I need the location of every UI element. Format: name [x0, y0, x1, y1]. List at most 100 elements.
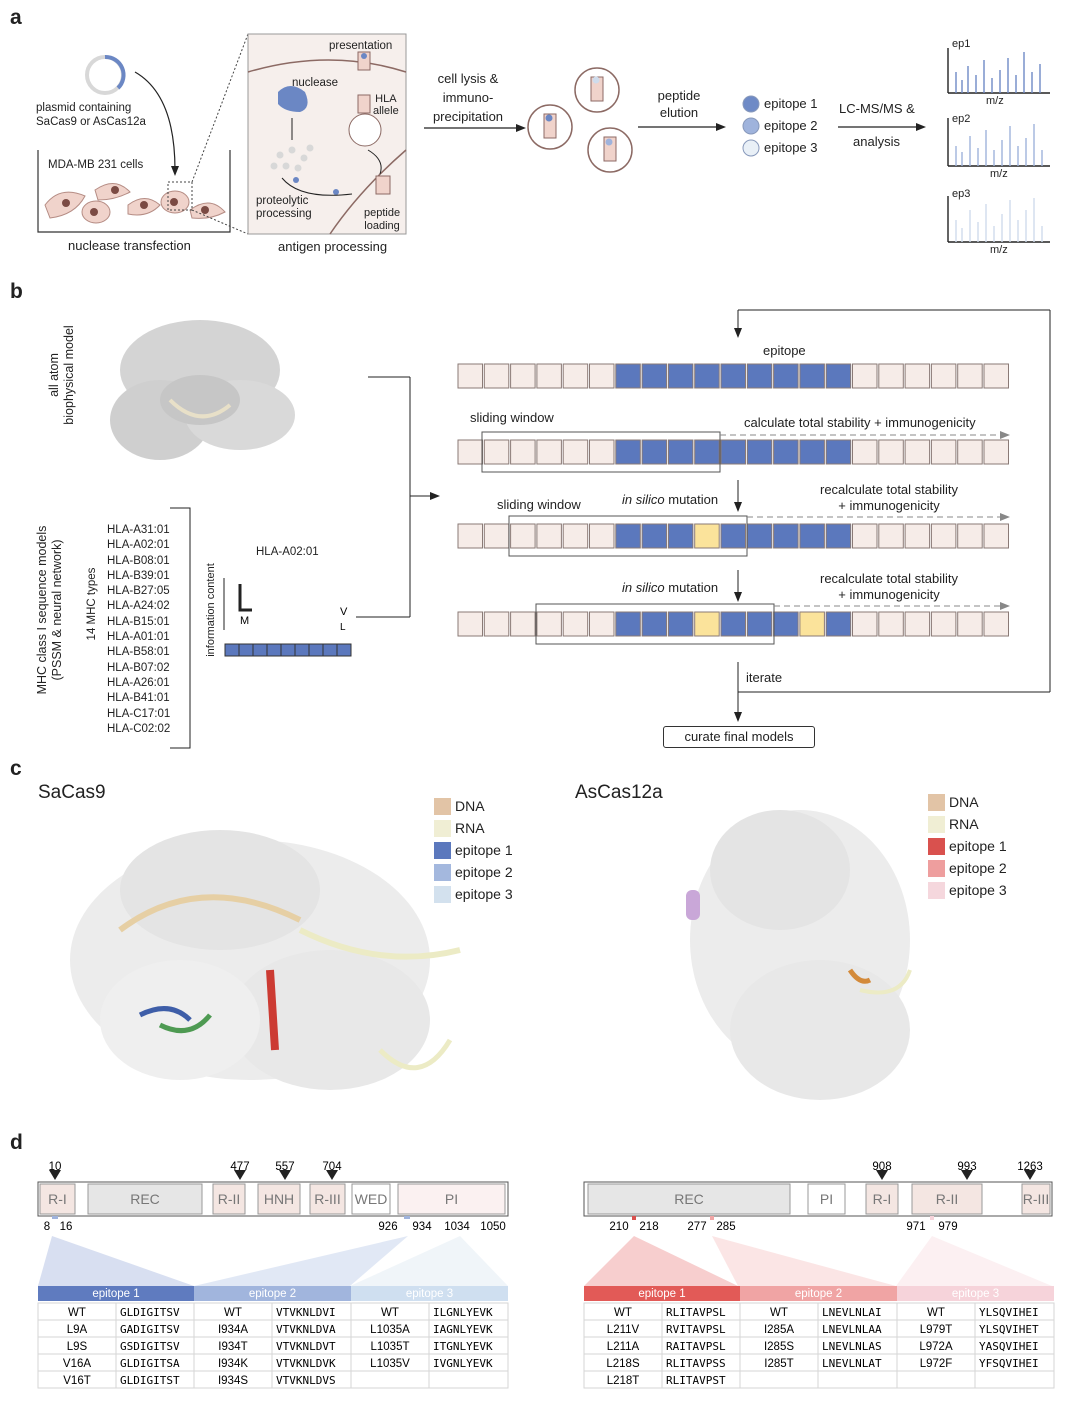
sequence-residue: [930, 523, 957, 549]
sequence-residue: [983, 363, 1009, 389]
tick-marker: [326, 1170, 338, 1180]
epitope-table-header: [38, 1286, 194, 1301]
domain-label: R-I: [48, 1191, 67, 1207]
domain-label: REC: [130, 1191, 160, 1207]
sequence-residue: [536, 611, 562, 637]
antigen-processing-label: antigen processing: [278, 239, 388, 254]
peptide-loading-label: peptide loading: [364, 207, 401, 232]
tick-marker: [961, 1170, 973, 1180]
mutation-name: WT: [68, 1307, 86, 1319]
domain-block: [87, 1183, 203, 1215]
legend-label: epitope 1: [949, 838, 1007, 854]
hla-type-item: HLA-A31:01: [107, 524, 170, 536]
panel-d-label: d: [10, 1131, 23, 1154]
sequence-residue: [615, 439, 641, 465]
sequence-residue: [562, 439, 589, 465]
sacas9-title: SaCas9: [38, 782, 106, 803]
legend-entry: epitope 2: [928, 857, 1007, 879]
curate-final-models-box: curate final models: [663, 726, 815, 748]
peptide-sequence: RVITAVPSL: [666, 1323, 726, 1336]
sequence-residue: [457, 439, 483, 465]
svg-text:V: V: [340, 606, 348, 618]
legend-label: DNA: [949, 794, 979, 810]
residue-number-label: 979: [938, 1221, 957, 1233]
tick-marker: [49, 1170, 61, 1180]
transfected-cells: [44, 183, 226, 224]
mutation-name: L1035A: [370, 1324, 410, 1336]
sequence-logo: M V L: [223, 578, 352, 657]
legend-label: DNA: [455, 798, 485, 814]
legend-entry: epitope 1: [434, 839, 513, 861]
tick-label: 704: [322, 1161, 342, 1173]
peptide-sequence: ITGNLYEVK: [433, 1340, 493, 1353]
sequence-residue: [904, 523, 931, 549]
sequence-residue: [799, 363, 825, 389]
sequence-residue: [694, 611, 720, 637]
peptide-sequence: RLITAVPSL: [666, 1306, 726, 1319]
sliding-window-box: [535, 603, 775, 645]
spectrum-ep2-label: ep2: [952, 113, 971, 125]
sequence-residue: [957, 439, 983, 465]
peptide-sequence: GADIGITSV: [120, 1323, 180, 1336]
sequence-residue: [904, 439, 931, 465]
peptide-sequence: GSDIGITSV: [120, 1340, 180, 1353]
domain-label: PI: [445, 1191, 458, 1207]
mhc-models-label: MHC class I sequence models (PSSM & neur…: [35, 525, 64, 695]
mutation-name: WT: [224, 1307, 242, 1319]
domain-block: [911, 1183, 983, 1215]
hla-type-item: HLA-A24:02: [107, 600, 170, 613]
sequence-residue: [825, 439, 852, 465]
sequence-residue: [641, 611, 668, 637]
sequence-residue: [930, 363, 957, 389]
legend-entry: epitope 3: [434, 883, 513, 905]
epitope-table-header-label: epitope 3: [406, 1288, 453, 1300]
sequence-residue: [483, 611, 510, 637]
hla-type-item: HLA-B39:01: [107, 569, 170, 582]
mutation-name: I934S: [218, 1375, 248, 1387]
hla-type-item: HLA-B58:01: [107, 646, 170, 659]
mutation-name: L1035V: [370, 1358, 410, 1370]
panel-a-figure: [37, 33, 1050, 243]
tick-marker: [234, 1170, 246, 1180]
domain-label: WED: [355, 1191, 388, 1207]
legend-entry: RNA: [928, 813, 1007, 835]
legend-swatch: [434, 885, 451, 903]
sequence-residue: [589, 523, 615, 549]
legend-entry: epitope 2: [434, 861, 513, 883]
sacas9-structure-image: [70, 830, 461, 1090]
spectrum-ep1-axis: m/z: [986, 95, 1004, 107]
mutation-label-2: in silico mutation: [622, 580, 719, 595]
mutation-name: V16T: [63, 1375, 91, 1387]
epitope-table-header-label: epitope 1: [638, 1288, 685, 1300]
peptide-sequence: GLDIGITSA: [120, 1357, 180, 1370]
legend-label: RNA: [949, 816, 979, 832]
sequence-residue: [457, 611, 483, 637]
peptide-sequence: VTVKNLDVS: [276, 1374, 336, 1387]
sequence-residue: [641, 363, 668, 389]
legend-swatch: [928, 793, 945, 811]
logo-axis-label: information content: [205, 563, 217, 657]
sequence-residue: [667, 523, 694, 549]
sliding-window-label-2: sliding window: [497, 497, 581, 512]
hla-type-item: HLA-B08:01: [107, 554, 170, 567]
peptide-sequence: RLITAVPSS: [666, 1357, 726, 1370]
legend-label: epitope 3: [455, 886, 513, 902]
all-atom-structure-image: [110, 320, 295, 460]
peptide-sequence: IVGNLYEVK: [433, 1357, 493, 1370]
mutation-name: L211A: [607, 1341, 640, 1353]
mutation-name: WT: [614, 1307, 632, 1319]
sequence-residue: [746, 523, 773, 549]
peptide-sequence: IAGNLYEVK: [433, 1323, 493, 1336]
epitope-table-header-label: epitope 3: [952, 1288, 999, 1300]
epitope-position-mark: [404, 1216, 410, 1219]
cells-label: MDA-MB 231 cells: [48, 159, 144, 171]
mutation-name: L9A: [67, 1324, 88, 1336]
sequence-residue: [799, 611, 825, 637]
sliding-window-label-1: sliding window: [470, 410, 554, 425]
sequence-residue: [720, 363, 746, 389]
sequence-residue: [773, 523, 799, 549]
legend-entry: epitope 3: [928, 879, 1007, 901]
sequence-residue: [904, 611, 931, 637]
calculate-label: calculate total stability + immunogenici…: [744, 415, 976, 430]
plasmid-label: plasmid containing SaCas9 or AsCas12a: [36, 102, 146, 128]
